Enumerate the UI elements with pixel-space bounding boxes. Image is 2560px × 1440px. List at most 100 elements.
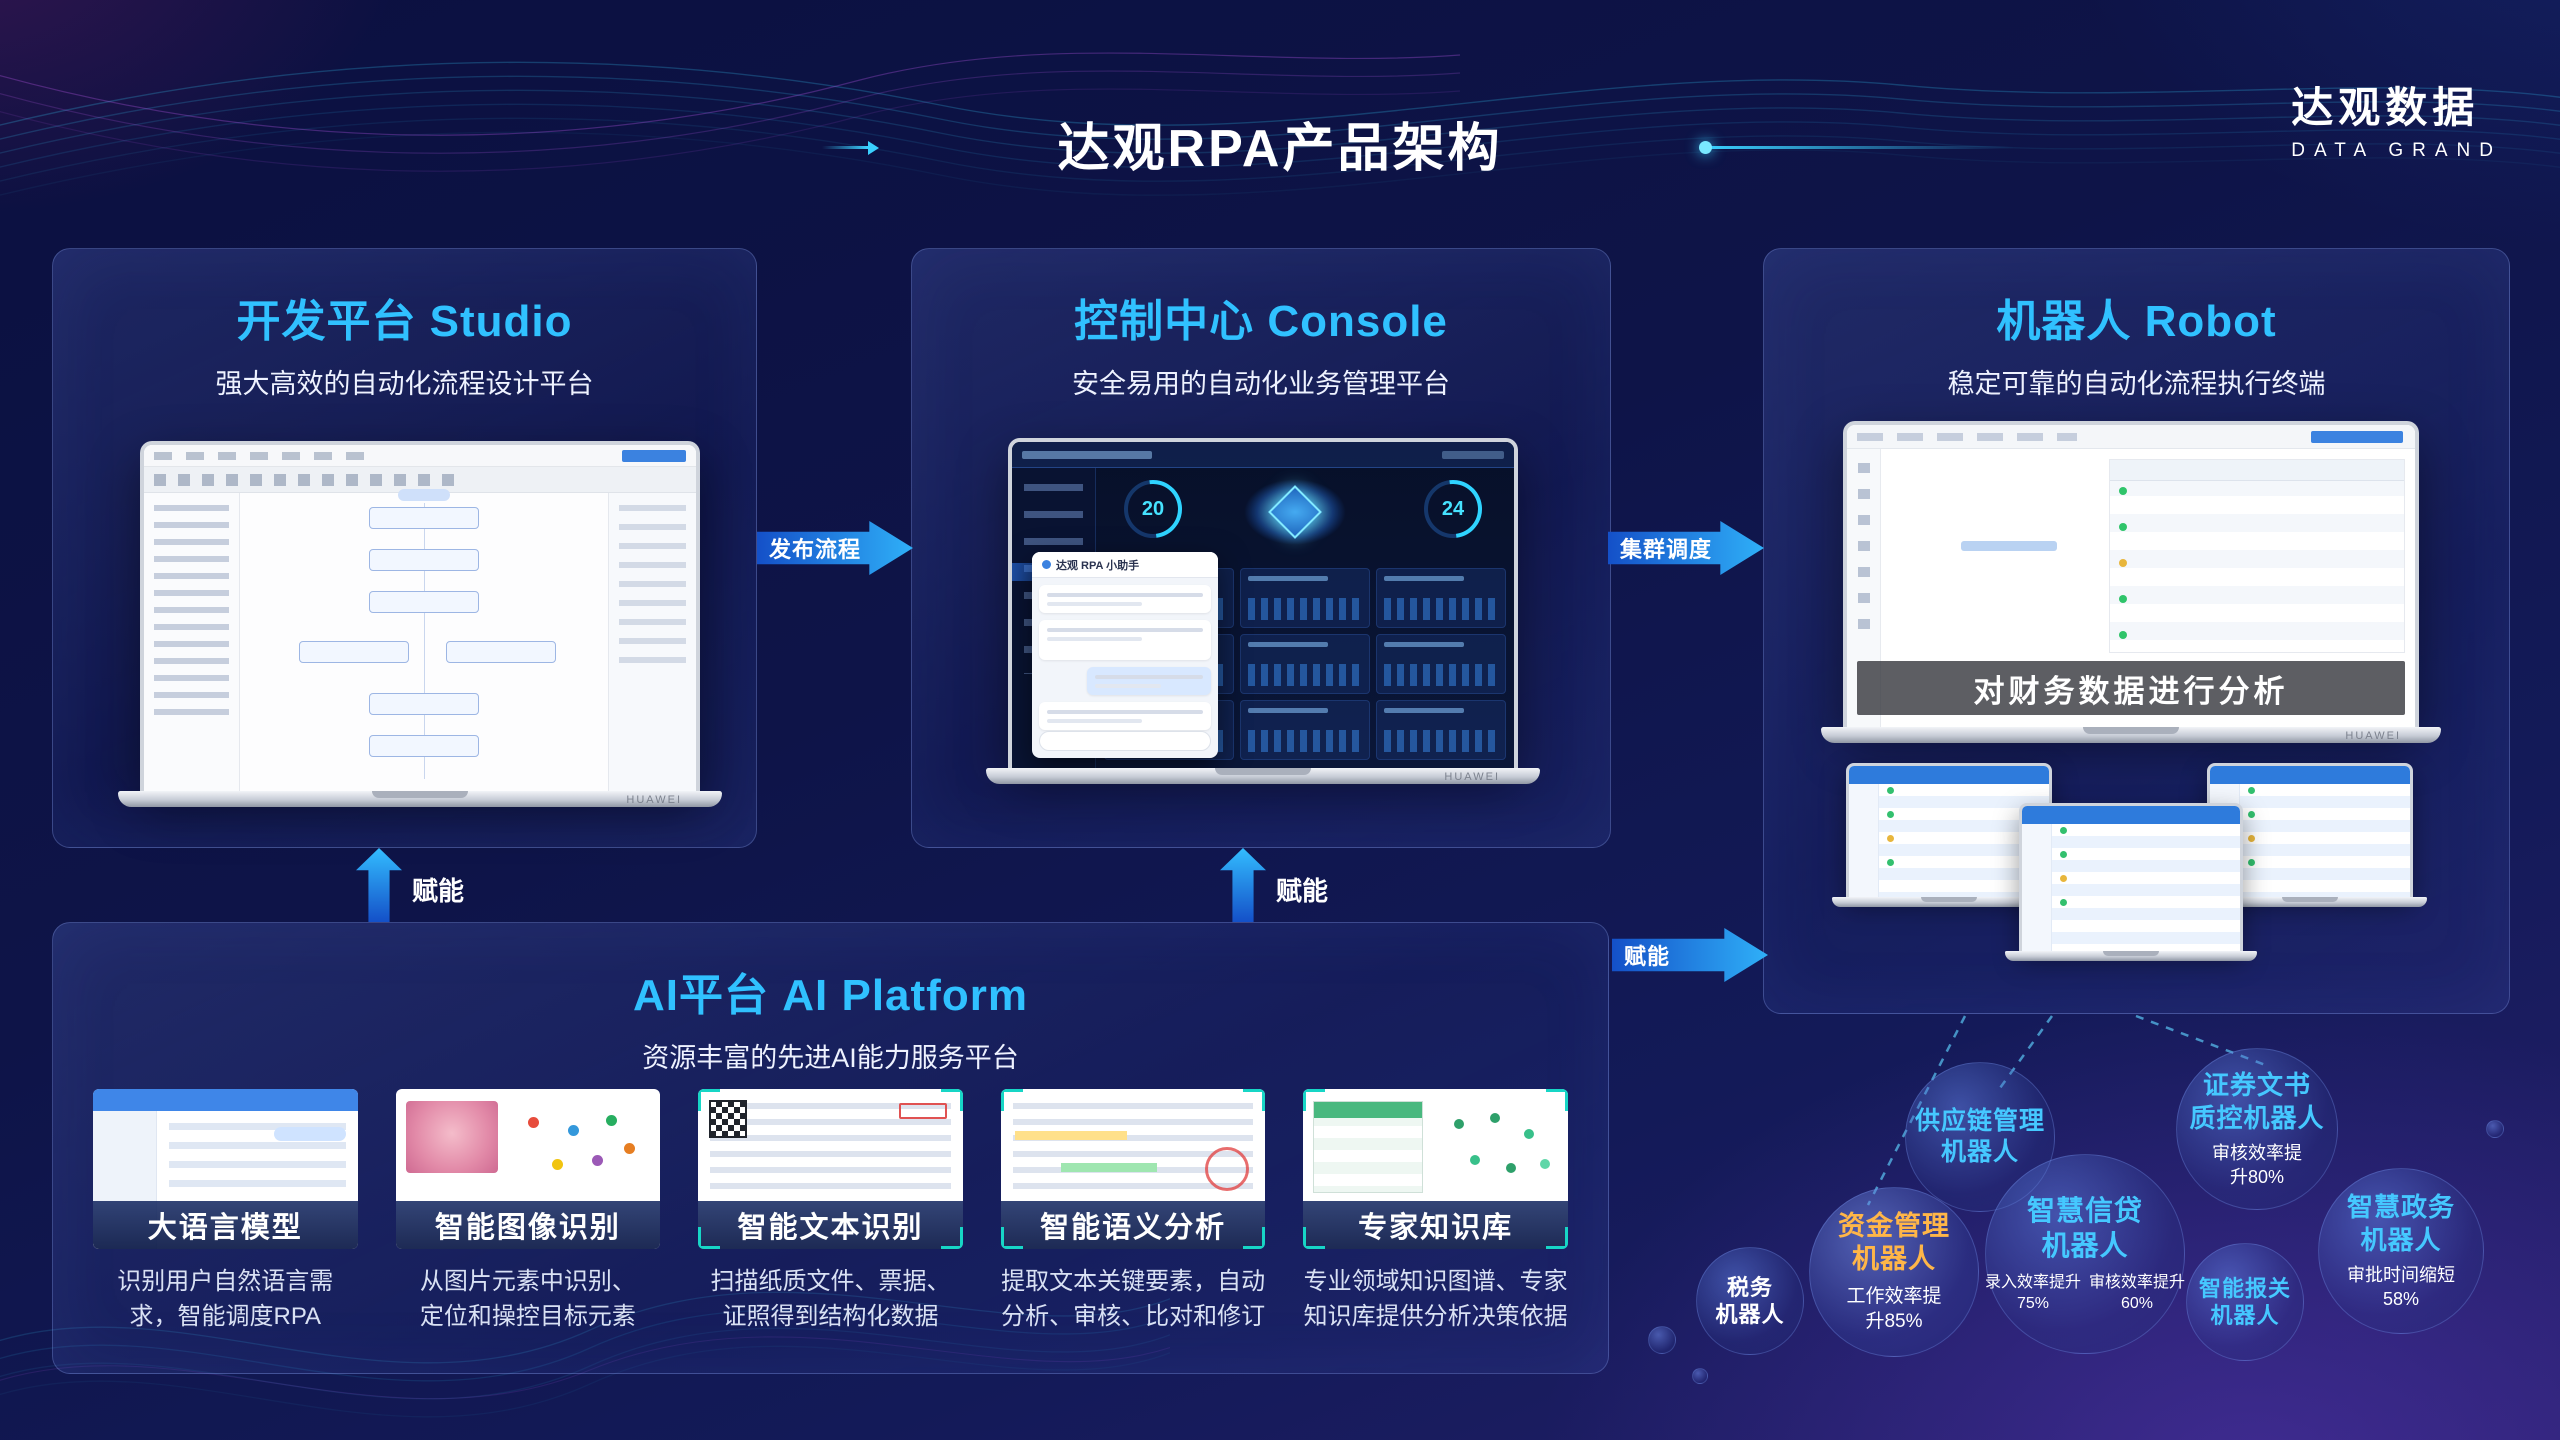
semantic-analysis-thumbnail: 智能语义分析	[1000, 1089, 1266, 1249]
chat-bubble	[1039, 620, 1211, 660]
studio-title: 开发平台 Studio	[236, 297, 573, 346]
robot-canvas-decor	[1881, 449, 2109, 657]
laptop-brand-text: HUAWEI	[1444, 771, 1500, 783]
flow-node	[369, 549, 479, 571]
ai-platform-panel: AI平台 AI Platform 资源丰富的先进AI能力服务平台 大语言模型 识…	[52, 922, 1609, 1374]
bubble-stat: 审核效率提升80%	[2212, 1143, 2302, 1187]
gauge-value: 24	[1441, 497, 1465, 520]
qr-code-decor	[709, 1100, 748, 1138]
small-screen-sidebar-decor	[2022, 824, 2052, 951]
flow-start-node	[398, 489, 450, 501]
flow-node	[369, 591, 479, 613]
robot-bubble-tax: 税务 机器人	[1696, 1247, 1804, 1355]
small-screen-header-decor	[2022, 806, 2240, 824]
bubble-label: 税务 机器人	[1715, 1274, 1785, 1328]
ai-card-label: 智能语义分析	[1000, 1201, 1266, 1249]
studio-laptop-base: HUAWEI	[118, 791, 722, 807]
robot-panel: 机器人 Robot 稳定可靠的自动化流程执行终端 对财务数据进行分析 HUAWE…	[1763, 248, 2510, 1014]
console-panel: 控制中心 Console 安全易用的自动化业务管理平台 20 24	[911, 248, 1611, 848]
studio-properties-panel-decor	[608, 493, 696, 791]
thumb-titlebar-decor	[93, 1089, 358, 1111]
bubble-label: 智能报关 机器人	[2198, 1275, 2291, 1329]
decorative-dot	[1648, 1326, 1676, 1354]
chat-bubble	[1039, 702, 1211, 730]
empower-studio-arrow: 赋能	[338, 848, 498, 922]
studio-laptop: HUAWEI	[118, 441, 722, 807]
publish-flow-arrow: 发布流程	[757, 521, 913, 575]
dashboard-card	[1240, 700, 1370, 760]
ai-card-description: 从图片元素中识别、 定位和操控目标元素	[419, 1268, 636, 1330]
console-topbar-decor	[1012, 442, 1514, 468]
ai-card-label: 智能文本识别	[698, 1201, 963, 1249]
console-dashboard-screenshot: 20 24 达观 RPA 小助手	[1012, 442, 1514, 768]
small-screen-sidebar-decor	[1849, 784, 1879, 897]
gauge-value: 20	[1141, 497, 1165, 520]
studio-subtitle: 强大高效的自动化流程设计平台	[215, 369, 594, 399]
ai-card-description: 提取文本关键要素，自动 分析、审核、比对和修订	[1001, 1268, 1266, 1330]
bubble-stat: 录入效率提升75%	[1985, 1274, 2082, 1312]
ai-card-label: 专家知识库	[1303, 1201, 1568, 1249]
page-title: 达观RPA产品架构	[1057, 120, 1503, 178]
arrow-label: 集群调度	[1620, 537, 1713, 562]
robot-task-table-decor	[2109, 459, 2405, 653]
brand-logo: 达观数据 DATA GRAND	[2291, 74, 2502, 162]
ai-title: AI平台 AI Platform	[633, 971, 1028, 1020]
console-subtitle: 安全易用的自动化业务管理平台	[1072, 369, 1450, 399]
scan-corner	[940, 1227, 963, 1249]
dashboard-card	[1376, 568, 1506, 628]
ai-card-llm: 大语言模型 识别用户自然语言需 求，智能调度RPA	[93, 1089, 358, 1335]
flow-node	[369, 735, 479, 757]
robot-bubble-securities-qc: 证券文书 质控机器人 审核效率提升80%	[2176, 1048, 2338, 1210]
robot-title: 机器人 Robot	[1996, 297, 2277, 346]
stamp-decor	[1205, 1147, 1250, 1191]
laptop-brand-text: HUAWEI	[626, 794, 682, 806]
bubble-stat: 工作效率提升85%	[1846, 1286, 1942, 1332]
small-laptop-base	[2005, 951, 2257, 961]
bubble-label: 智慧信贷 机器人	[2026, 1195, 2143, 1262]
ai-subtitle: 资源丰富的先进AI能力服务平台	[642, 1043, 1019, 1073]
empower-robot-arrow: 赋能	[1612, 928, 1768, 982]
thumb-colored-nodes-decor	[514, 1105, 644, 1189]
laptop-brand-text: HUAWEI	[2345, 730, 2401, 742]
ai-card-label: 智能图像识别	[395, 1201, 661, 1249]
small-screen-header-decor	[1849, 766, 2049, 784]
console-gauge-right: 24	[1424, 480, 1482, 538]
console-laptop: 20 24 达观 RPA 小助手	[986, 438, 1540, 784]
rpa-assistant-chat-window: 达观 RPA 小助手	[1032, 552, 1218, 758]
dashboard-card	[1240, 634, 1370, 694]
chat-bubble	[1039, 585, 1211, 613]
small-screen-header-decor	[2210, 766, 2410, 784]
scan-corner	[1000, 1227, 1023, 1249]
thumb-photo-decor	[405, 1101, 498, 1173]
knowledge-graph-decor	[1436, 1103, 1556, 1193]
arrow-label: 赋能	[412, 876, 465, 906]
small-screen-content	[2210, 766, 2410, 897]
robot-app-screenshot: 对财务数据进行分析	[1847, 425, 2415, 727]
console-laptop-screen: 20 24 达观 RPA 小助手	[1008, 438, 1518, 768]
bubble-label: 资金管理 机器人	[1838, 1210, 1950, 1275]
console-laptop-base: HUAWEI	[986, 768, 1540, 784]
small-screen-content	[2022, 806, 2240, 951]
empower-console-arrow: 赋能	[1202, 848, 1362, 922]
wave-decoration-bottom-left	[0, 1291, 1170, 1418]
robot-bubble-customs: 智能报关 机器人	[2186, 1243, 2304, 1361]
robot-bubble-smart-credit: 智慧信贷 机器人 录入效率提升75% 审核效率提升60%	[1985, 1154, 2185, 1354]
scan-corner	[698, 1227, 721, 1249]
studio-tree-panel-decor	[144, 493, 240, 791]
scan-corner	[1243, 1089, 1266, 1111]
ai-card-label: 大语言模型	[93, 1201, 358, 1249]
dashboard-card	[1376, 634, 1506, 694]
robot-screen-caption: 对财务数据进行分析	[1857, 661, 2405, 715]
llm-thumbnail: 大语言模型	[93, 1089, 358, 1249]
chat-bubble-user	[1087, 667, 1211, 695]
scan-corner	[1000, 1089, 1023, 1111]
flow-node	[369, 693, 479, 715]
studio-panel: 开发平台 Studio 强大高效的自动化流程设计平台	[52, 248, 757, 848]
up-arrow-icon	[356, 848, 402, 922]
up-arrow-icon	[1220, 848, 1266, 922]
small-laptop-base	[2193, 897, 2427, 907]
image-recognition-thumbnail: 智能图像识别	[395, 1089, 661, 1249]
flow-node	[369, 507, 479, 529]
highlight-decor	[1060, 1163, 1157, 1172]
